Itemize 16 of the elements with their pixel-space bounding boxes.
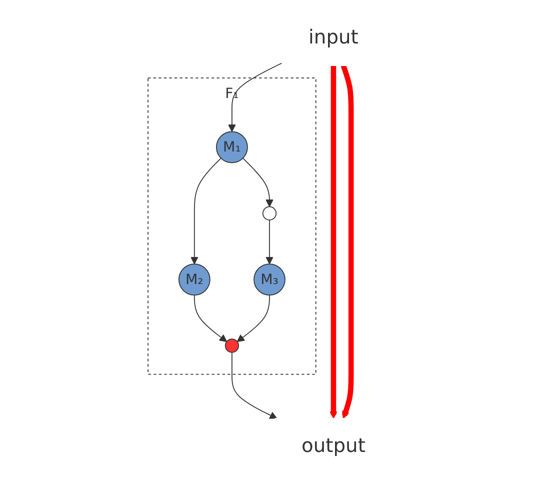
arrow	[266, 220, 274, 264]
node-circle: M₁	[216, 131, 248, 164]
node-circle: M₃	[254, 264, 286, 296]
node-circle: M₂	[178, 264, 210, 296]
arrow	[190, 158, 222, 264]
node-circle	[224, 338, 240, 353]
arrow	[330, 66, 338, 419]
arrow	[194, 294, 228, 342]
arrow	[340, 64, 354, 419]
arrow	[232, 352, 278, 419]
arrow	[228, 62, 283, 132]
arrow	[242, 158, 274, 208]
node-text: input	[308, 26, 358, 49]
arrow	[236, 294, 270, 342]
node-text: output	[302, 435, 366, 458]
node-circle	[262, 206, 277, 220]
